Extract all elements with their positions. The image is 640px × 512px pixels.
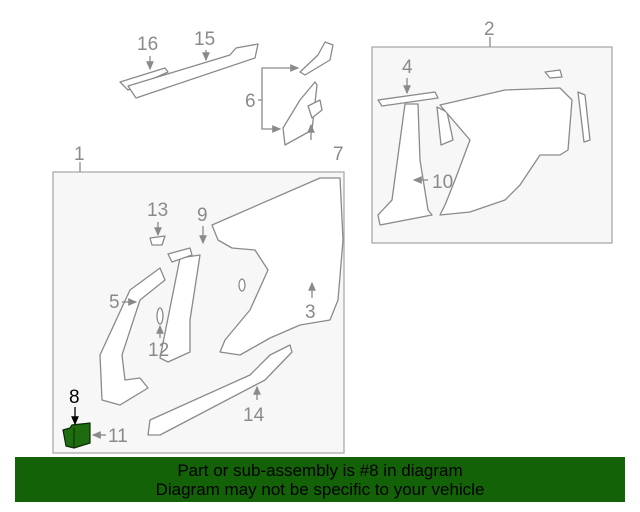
inner-pillar-panel-part[interactable]	[377, 69, 591, 226]
banner-line-2: Diagram may not be specific to your vehi…	[155, 480, 485, 499]
callout-9[interactable]: 9	[197, 205, 208, 226]
callout-2[interactable]: 2	[484, 19, 495, 40]
callout-12[interactable]: 12	[148, 340, 169, 361]
callout-7[interactable]: 7	[333, 144, 344, 165]
callout-4[interactable]: 4	[402, 57, 413, 78]
callout-15[interactable]: 15	[194, 29, 215, 50]
banner-line-1: Part or sub-assembly is #8 in diagram	[177, 461, 463, 480]
callout-10[interactable]: 10	[432, 172, 453, 193]
side-body-panel-part[interactable]	[99, 177, 344, 436]
callout-16[interactable]: 16	[137, 34, 158, 55]
callout-13[interactable]: 13	[147, 200, 168, 221]
diagram-notice-banner: Part or sub-assembly is #8 in diagram Di…	[15, 457, 625, 502]
callout-5[interactable]: 5	[109, 292, 120, 313]
callout-14[interactable]: 14	[243, 405, 265, 426]
highlighted-part-8[interactable]	[62, 422, 91, 449]
rocker-reinforcement-part[interactable]	[119, 43, 259, 99]
pillar-reinforcement-part[interactable]	[282, 41, 334, 146]
callout-1[interactable]: 1	[74, 144, 85, 165]
callout-6[interactable]: 6	[245, 91, 256, 112]
callout-8[interactable]: 8	[69, 387, 80, 408]
callout-11[interactable]: 11	[108, 426, 128, 447]
callout-3[interactable]: 3	[305, 302, 316, 323]
